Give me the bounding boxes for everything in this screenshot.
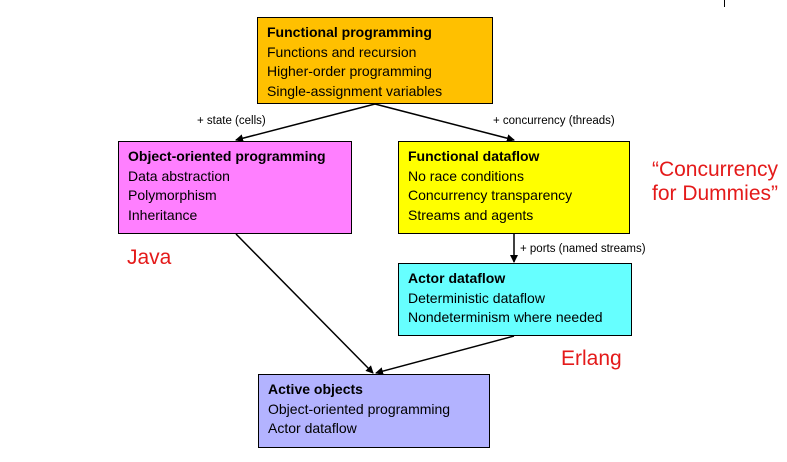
node-functional-programming: Functional programming Functions and rec… (257, 17, 493, 104)
node-object-oriented-programming: Object-oriented programming Data abstrac… (118, 141, 352, 234)
edge-concurrency-arrow (374, 103, 515, 143)
edge-label-concurrency: + concurrency (threads) (493, 115, 615, 127)
annotation-java: Java (127, 246, 172, 269)
node-line: Deterministic dataflow (408, 289, 545, 306)
node-title: Functional programming (267, 24, 432, 40)
node-line: Actor dataflow (268, 420, 357, 436)
edge-label-ports: + ports (named streams) (520, 243, 646, 255)
node-title: Actor dataflow (408, 270, 506, 286)
node-line: Inheritance (128, 206, 198, 223)
node-functional-dataflow: Functional dataflow No race conditions C… (398, 141, 630, 234)
annotation-line: for Dummies” (651, 182, 778, 205)
edge-state-arrow (235, 103, 376, 143)
node-line: Data abstraction (128, 167, 230, 184)
node-line: Object-oriented programming (268, 400, 451, 417)
annotation-line: “Concurrency (651, 158, 779, 181)
corner-tick-mark (724, 0, 725, 7)
node-line: No race conditions (408, 167, 524, 184)
node-line: Higher-order programming (267, 63, 432, 79)
node-title: Active objects (268, 381, 363, 397)
node-active-objects: Active objects Object-oriented programmi… (258, 374, 490, 448)
node-title: Functional dataflow (408, 148, 540, 164)
edge-oop-to-active-arrow (235, 233, 374, 374)
node-line: Polymorphism (128, 187, 217, 203)
node-line: Streams and agents (408, 206, 534, 223)
node-line: Single-assignment variables (267, 82, 443, 99)
node-line: Concurrency transparency (408, 187, 573, 203)
annotation-concurrency-for-dummies: “Concurrency for Dummies” (640, 158, 787, 206)
node-line: Functions and recursion (267, 43, 417, 60)
annotation-erlang: Erlang (561, 347, 622, 370)
node-title: Object-oriented programming (128, 148, 326, 164)
edge-label-state: + state (cells) (197, 115, 266, 127)
node-line: Nondeterminism where needed (408, 309, 603, 325)
edge-actor-to-active-arrow (375, 335, 515, 376)
node-actor-dataflow: Actor dataflow Deterministic dataflow No… (398, 263, 632, 336)
